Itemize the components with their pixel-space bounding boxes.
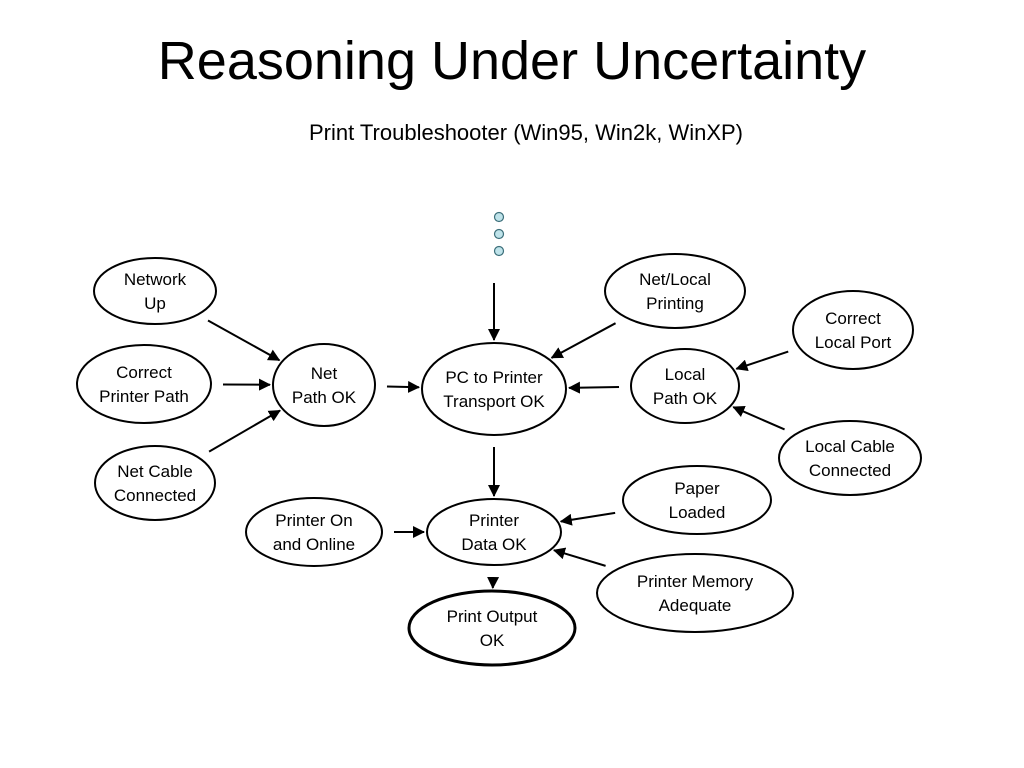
node-ellipse xyxy=(778,420,922,496)
edge-local-cable-connected-to-local-path-ok xyxy=(732,405,785,431)
node-label-line: Connected xyxy=(114,486,196,505)
slide-subtitle: Print Troubleshooter (Win95, Win2k, WinX… xyxy=(308,120,744,145)
slide-title: Reasoning Under Uncertainty xyxy=(157,31,867,91)
ellipsis-dot xyxy=(493,228,505,240)
node-ellipse xyxy=(245,497,383,567)
edge-net-local-printing-to-pc-to-printer-transport-ok xyxy=(550,322,617,359)
node-label-line: Printer Memory xyxy=(637,572,754,591)
ellipsis-dot xyxy=(493,245,505,257)
node-label-line: Paper xyxy=(674,479,720,498)
node-label-line: Net/Local xyxy=(639,270,711,289)
node-label-line: Network xyxy=(124,270,187,289)
node-ellipse xyxy=(630,348,740,424)
ellipsis-dot xyxy=(493,211,505,223)
node-ellipse xyxy=(407,589,577,667)
node-label-line: OK xyxy=(480,631,505,650)
edge-printer-memory-adequate-to-printer-data-ok xyxy=(552,547,606,567)
edge-local-path-ok-to-pc-to-printer-transport-ok xyxy=(567,381,620,394)
node-label-line: Connected xyxy=(809,461,891,480)
node-ellipse xyxy=(622,465,772,535)
edge-net-cable-connected-to-net-path-ok xyxy=(208,409,281,453)
node-label-line: Local Port xyxy=(815,333,892,352)
node-label-line: Transport OK xyxy=(443,392,545,411)
edge-network-up-to-net-path-ok xyxy=(207,319,281,362)
node-ellipse xyxy=(421,342,567,436)
node-label-line: Local xyxy=(665,365,706,384)
edge-net-path-ok-to-pc-to-printer-transport-ok xyxy=(386,380,421,393)
ellipsis-dots xyxy=(488,211,505,341)
edges-layer xyxy=(207,319,789,590)
node-label-line: Correct xyxy=(825,309,881,328)
node-ellipse xyxy=(604,253,746,329)
node-label-line: and Online xyxy=(273,535,355,554)
node-label-line: Net Cable xyxy=(117,462,193,481)
node-ellipse xyxy=(76,344,212,424)
node-label-line: Correct xyxy=(116,363,172,382)
node-ellipse xyxy=(792,290,914,370)
node-label-line: Loaded xyxy=(669,503,726,522)
node-label-line: Net xyxy=(311,364,338,383)
node-ellipse xyxy=(94,445,216,521)
node-ellipse xyxy=(93,257,217,325)
node-label-line: Printing xyxy=(646,294,704,313)
node-ellipse xyxy=(426,498,562,566)
node-label-line: Local Cable xyxy=(805,437,895,456)
node-printer-on-and-online: Printer On and Online xyxy=(245,497,383,567)
node-ellipse xyxy=(272,343,376,427)
node-label-line: Up xyxy=(144,294,166,313)
node-label-line: Printer Path xyxy=(99,387,189,406)
node-label-line: Printer On xyxy=(275,511,352,530)
node-label-line: Printer xyxy=(469,511,519,530)
node-label-line: Adequate xyxy=(659,596,732,615)
node-ellipse xyxy=(596,553,794,633)
edge-correct-local-port-to-local-path-ok xyxy=(735,350,789,372)
edge-paper-loaded-to-printer-data-ok xyxy=(559,511,616,526)
node-label-line: PC to Printer xyxy=(445,368,543,387)
node-label-line: Print Output xyxy=(447,607,538,626)
node-label-line: Path OK xyxy=(292,388,357,407)
node-label-line: Path OK xyxy=(653,389,718,408)
node-label-line: Data OK xyxy=(461,535,527,554)
